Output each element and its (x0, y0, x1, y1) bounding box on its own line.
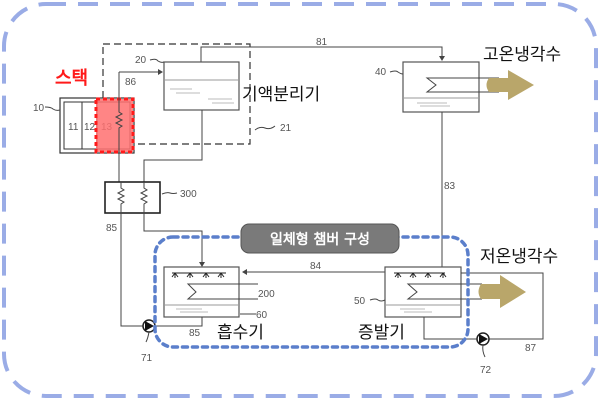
pump-72-arrow (479, 334, 488, 344)
label-85-left: 85 (106, 223, 118, 234)
label-72: 72 (480, 365, 492, 376)
arrow-81 (439, 56, 445, 61)
low-temp-coolant-title: 저온냉각수 (480, 247, 558, 267)
label-50: 50 (354, 296, 366, 307)
condenser (402, 61, 480, 113)
label-200: 200 (258, 289, 275, 300)
line-87 (423, 272, 544, 340)
enclosure-leader (254, 125, 276, 131)
line-85 (120, 213, 143, 327)
separator-title: 기액분리기 (242, 85, 320, 105)
separator-to-hx (143, 110, 203, 182)
evaporator-coil-icon (406, 283, 482, 300)
stack-title: 스택 (55, 68, 88, 89)
label-71: 71 (141, 353, 153, 364)
low-temp-coolant-arrow (478, 275, 526, 308)
absorber-title: 흡수기 (217, 323, 264, 343)
integrated-chamber-badge: 일체형 챔버 구성 (240, 223, 400, 254)
separator-enclosure (102, 43, 251, 145)
hx-leader (161, 192, 178, 195)
absorber-spray-nozzles (171, 272, 225, 278)
evaporator-leader (369, 298, 386, 302)
condenser-coil-icon (425, 77, 499, 93)
integrated-chamber-label: 일체형 챔버 구성 (270, 231, 370, 248)
evaporator-spray-nozzles (394, 272, 447, 278)
label-87: 87 (525, 343, 537, 354)
arrow-into-absorber (199, 262, 205, 267)
label-85-bottom: 85 (189, 328, 201, 339)
pump-71-leader (145, 331, 150, 343)
label-83: 83 (444, 181, 456, 192)
evaporator-title: 증발기 (358, 323, 405, 343)
absorber-coil-icon (186, 283, 258, 300)
label-21: 21 (280, 123, 292, 134)
absorber-outlet (155, 317, 203, 327)
separator-leader (149, 58, 165, 63)
stack-coil-icon (114, 72, 124, 155)
hx-to-absorber (143, 213, 203, 265)
hx-coil-icon (139, 182, 149, 213)
pump-71-arrow (145, 321, 154, 331)
label-300: 300 (180, 189, 197, 200)
arrow-86 (158, 69, 163, 75)
label-60: 60 (256, 310, 268, 321)
label-86: 86 (125, 77, 137, 88)
stack-leader (44, 106, 61, 111)
high-temp-coolant-arrow (486, 70, 534, 100)
label-12: 12 (84, 122, 96, 133)
label-20: 20 (135, 55, 147, 66)
stack-highlight (94, 97, 135, 154)
condenser-leader (389, 70, 404, 75)
line-81 (200, 46, 443, 62)
label-40: 40 (375, 67, 387, 78)
heat-exchanger (104, 181, 161, 214)
arrow-84 (242, 269, 247, 275)
high-temp-coolant-title: 고온냉각수 (483, 45, 561, 65)
pump-72-leader (482, 344, 486, 358)
label-81: 81 (316, 37, 328, 48)
label-11: 11 (68, 122, 79, 133)
separator-tank (163, 61, 240, 111)
label-10: 10 (33, 103, 45, 114)
hx-coil-icon (116, 182, 126, 213)
label-84: 84 (310, 261, 322, 272)
